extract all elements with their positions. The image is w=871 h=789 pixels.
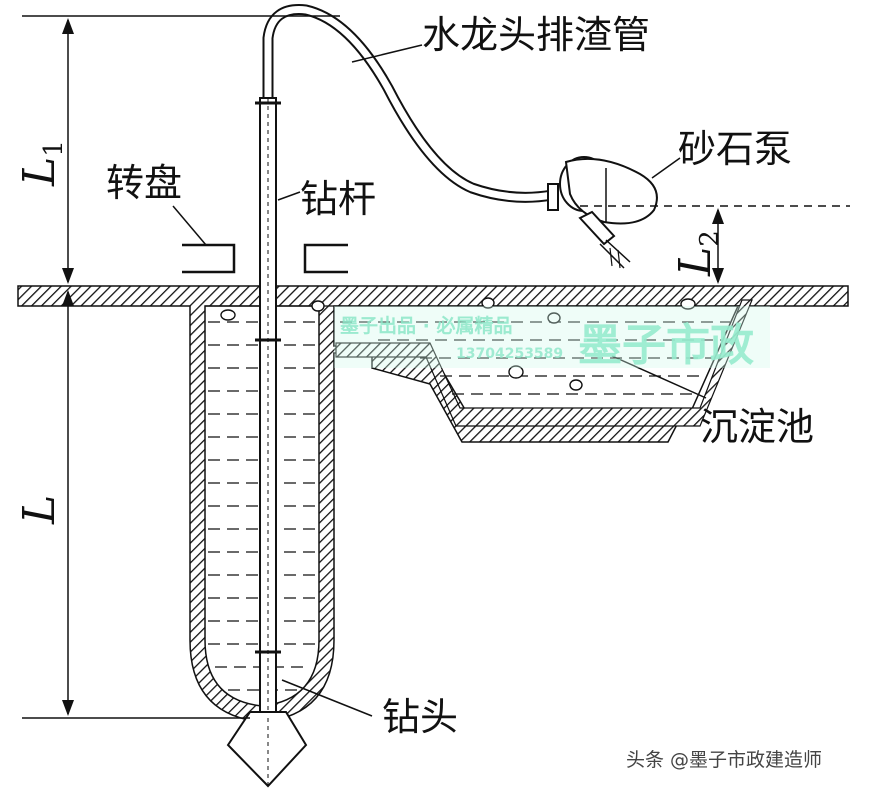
drill-bit [226, 711, 308, 788]
tank-fluid [340, 321, 730, 395]
label-drill-bit: 钻头 [382, 695, 458, 739]
dim-l-label: L [14, 495, 65, 525]
dimension-arrowheads [62, 18, 724, 716]
drill-rod-leader [277, 191, 301, 201]
watermark-brand: 墨子市政 [578, 320, 754, 371]
dim-l2-label: L2 [670, 230, 725, 277]
label-settling-tank: 沉淀池 [700, 405, 814, 449]
hose-leader [351, 44, 423, 63]
drill-bit-leader [281, 679, 373, 717]
gravel-particles [220, 297, 696, 391]
watermark-slogan: 墨子出品 · 必属精品 [340, 314, 512, 337]
label-turntable: 转盘 [106, 161, 182, 205]
label-sand-pump: 砂石泵 [678, 127, 792, 171]
sand-pump-leader [651, 157, 681, 179]
turntable-left [182, 243, 236, 274]
dimension-lines [22, 15, 850, 719]
settling-tank-leader [611, 355, 707, 399]
watermark-box [334, 306, 770, 368]
sand-pump [547, 156, 658, 269]
label-drill-rod: 钻杆 [300, 177, 376, 221]
watermark-phone: 13704253589 [456, 346, 563, 362]
label-swivel-hose: 水龙头排渣管 [422, 13, 650, 57]
source-credit: 头条 @墨子市政建造师 [626, 749, 822, 771]
turntable-right [303, 243, 348, 274]
turntable-leader [172, 205, 207, 246]
watermark: 墨子出品 · 必属精品 13704253589 墨子市政 [334, 306, 770, 371]
swivel-discharge-hose-inner [264, 6, 553, 201]
drill-rod-joints [255, 101, 281, 654]
drill-rod [259, 97, 277, 719]
settling-tank-wall [335, 299, 753, 427]
dim-l1-label: L1 [14, 140, 69, 187]
